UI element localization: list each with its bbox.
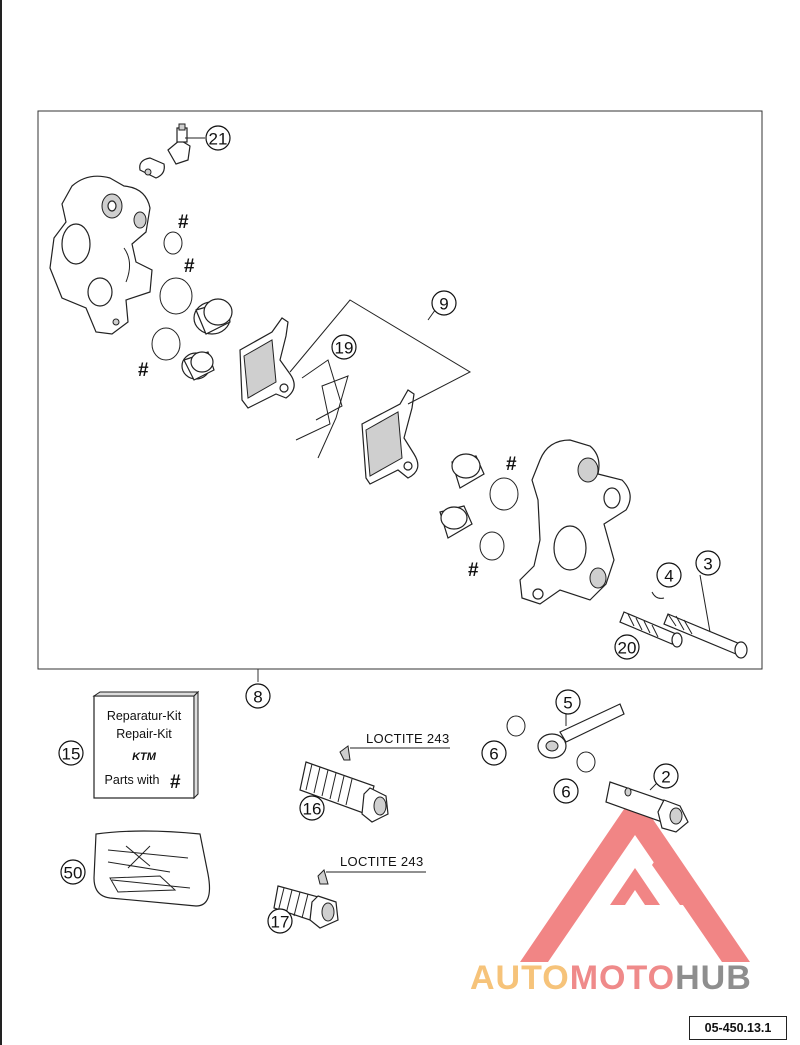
callout-number: 21	[209, 130, 228, 149]
repair-kit-hash: #	[170, 772, 181, 793]
hash-mark: #	[178, 212, 189, 233]
repair-kit-note: Parts with	[105, 773, 160, 787]
seal-ring	[151, 327, 181, 361]
callout-circle	[431, 290, 457, 316]
caliper-half-right	[519, 439, 631, 605]
mounting-bolt-short	[273, 869, 339, 929]
callout-number: 50	[64, 864, 83, 883]
callout-circle	[553, 778, 579, 804]
callout-50: 50	[60, 859, 86, 885]
page-left-rule	[0, 0, 2, 1045]
callout-number: 9	[439, 295, 448, 314]
callout-5: 5	[555, 689, 581, 715]
callout-21: 21	[205, 125, 231, 151]
callout-number: 4	[664, 567, 673, 586]
callout-circle	[267, 908, 293, 934]
copper-washer	[506, 715, 526, 737]
caliper-bolt-long	[663, 613, 748, 659]
callout-number: 17	[271, 913, 290, 932]
callout-number: 3	[703, 555, 712, 574]
callout-number: 5	[563, 694, 572, 713]
repair-kit-title-de: Reparatur-Kit	[107, 709, 182, 723]
callout-17: 17	[267, 908, 293, 934]
callout-3: 3	[695, 550, 721, 576]
callout-20: 20	[614, 634, 640, 660]
callout-circle	[653, 763, 679, 789]
callout-circle	[656, 562, 682, 588]
callout-circle	[695, 550, 721, 576]
callout-group: 21 9 19 3 4 20 8 15 50 16 17 5 6 6 2	[58, 125, 721, 934]
hash-mark: #	[184, 256, 195, 277]
callout-circle	[555, 689, 581, 715]
callout-circle	[299, 795, 325, 821]
watermark-part-hub: HUB	[675, 959, 752, 997]
seal-ring	[163, 231, 183, 255]
seal-ring	[479, 531, 505, 561]
callout-19: 19	[331, 334, 357, 360]
callout-8: 8	[245, 683, 271, 709]
piston	[451, 453, 485, 489]
brake-caliper-kit-frame	[37, 110, 763, 670]
callout-16: 16	[299, 795, 325, 821]
callout-circle	[614, 634, 640, 660]
callout-2: 2	[653, 763, 679, 789]
pad-spring	[295, 375, 349, 459]
mounting-bolt	[299, 745, 389, 823]
callout-6a: 6	[481, 740, 507, 766]
banjo-bolt	[605, 781, 689, 833]
seal-ring	[159, 277, 193, 315]
hash-mark: #	[506, 454, 517, 475]
callout-circle	[58, 740, 84, 766]
copper-washer	[576, 751, 596, 773]
callout-number: 6	[561, 783, 570, 802]
callout-number: 2	[661, 768, 670, 787]
watermark-part-auto: AUTO	[470, 959, 570, 997]
repair-kit-title-en: Repair-Kit	[116, 727, 172, 741]
callout-number: 8	[253, 688, 262, 707]
piston	[193, 298, 233, 335]
loctite-label: LOCTITE 243	[340, 854, 424, 869]
callout-number: 16	[303, 800, 322, 819]
callout-circle	[245, 683, 271, 709]
callout-number: 15	[62, 745, 81, 764]
loctite-label: LOCTITE 243	[366, 731, 450, 746]
caliper-bolt-short	[619, 611, 683, 648]
callout-number: 20	[618, 639, 637, 658]
callout-15: 15	[58, 740, 84, 766]
callout-number: 19	[335, 339, 354, 358]
brake-pad	[361, 389, 419, 485]
callout-circle	[481, 740, 507, 766]
document-number-box: 05-450.13.1	[689, 1016, 787, 1040]
sticker-bag	[93, 830, 211, 907]
watermark-wordmark: AUTOMOTOHUB	[470, 958, 752, 998]
callout-9: 9	[431, 290, 457, 316]
pad-group-bracket	[289, 299, 472, 405]
pad-spring-wire	[301, 359, 343, 421]
callout-circle	[205, 125, 231, 151]
callout-circle	[331, 334, 357, 360]
repair-kit-card	[93, 695, 195, 799]
callout-6b: 6	[553, 778, 579, 804]
document-number: 05-450.13.1	[704, 1021, 772, 1035]
hash-mark: #	[138, 360, 149, 381]
brake-hose-banjo	[537, 703, 625, 759]
watermark-part-moto: MOTO	[569, 959, 676, 997]
watermark-logo	[520, 793, 750, 962]
ktm-logo: KTM	[132, 751, 157, 763]
brake-pad	[239, 317, 295, 409]
callout-number: 6	[489, 745, 498, 764]
callout-4: 4	[656, 562, 682, 588]
retaining-clip	[651, 591, 665, 599]
piston	[439, 505, 473, 539]
piston	[181, 351, 215, 381]
caliper-half-left	[49, 175, 153, 335]
seal-ring	[489, 477, 519, 511]
callout-circle	[60, 859, 86, 885]
hash-mark: #	[468, 560, 479, 581]
bleeder-valve	[139, 123, 205, 179]
